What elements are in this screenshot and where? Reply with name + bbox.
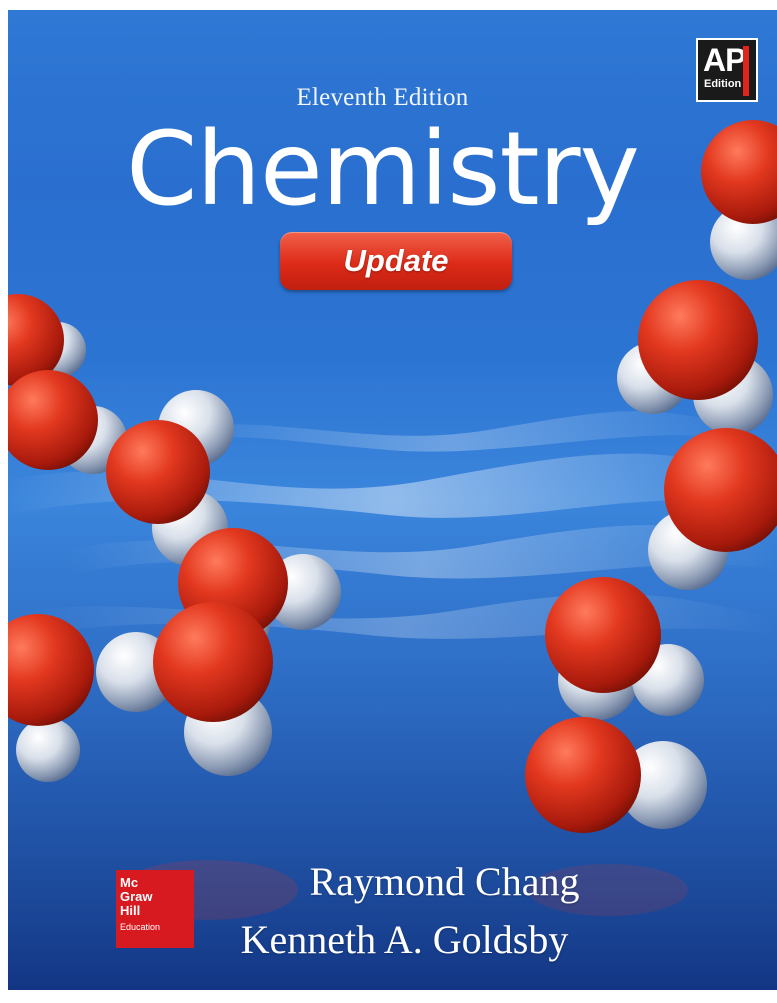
ap-logo-letters: AP <box>703 42 746 78</box>
book-title: Chemistry <box>126 110 640 229</box>
book-cover: Eleventh Edition Chemistry Update AP Edi… <box>8 10 777 990</box>
update-badge: Update <box>280 232 512 290</box>
publisher-logo-line: Education <box>120 922 161 932</box>
publisher-logo-line: Mc <box>120 875 139 890</box>
ap-logo-bar <box>743 46 749 96</box>
ap-logo-subtitle: Edition <box>704 78 742 90</box>
edition-label: Eleventh Edition <box>296 84 469 111</box>
author-name: Raymond Chang <box>309 859 580 904</box>
author-name: Kenneth A. Goldsby <box>240 917 569 962</box>
publisher-logo-line: Hill <box>120 903 141 918</box>
water-molecules-illustration <box>8 120 777 990</box>
publisher-logo-line: Graw <box>120 889 153 904</box>
mcgraw-hill-education-logo: Mc Graw Hill Education <box>116 870 194 948</box>
ap-edition-logo: AP Edition <box>696 38 758 102</box>
